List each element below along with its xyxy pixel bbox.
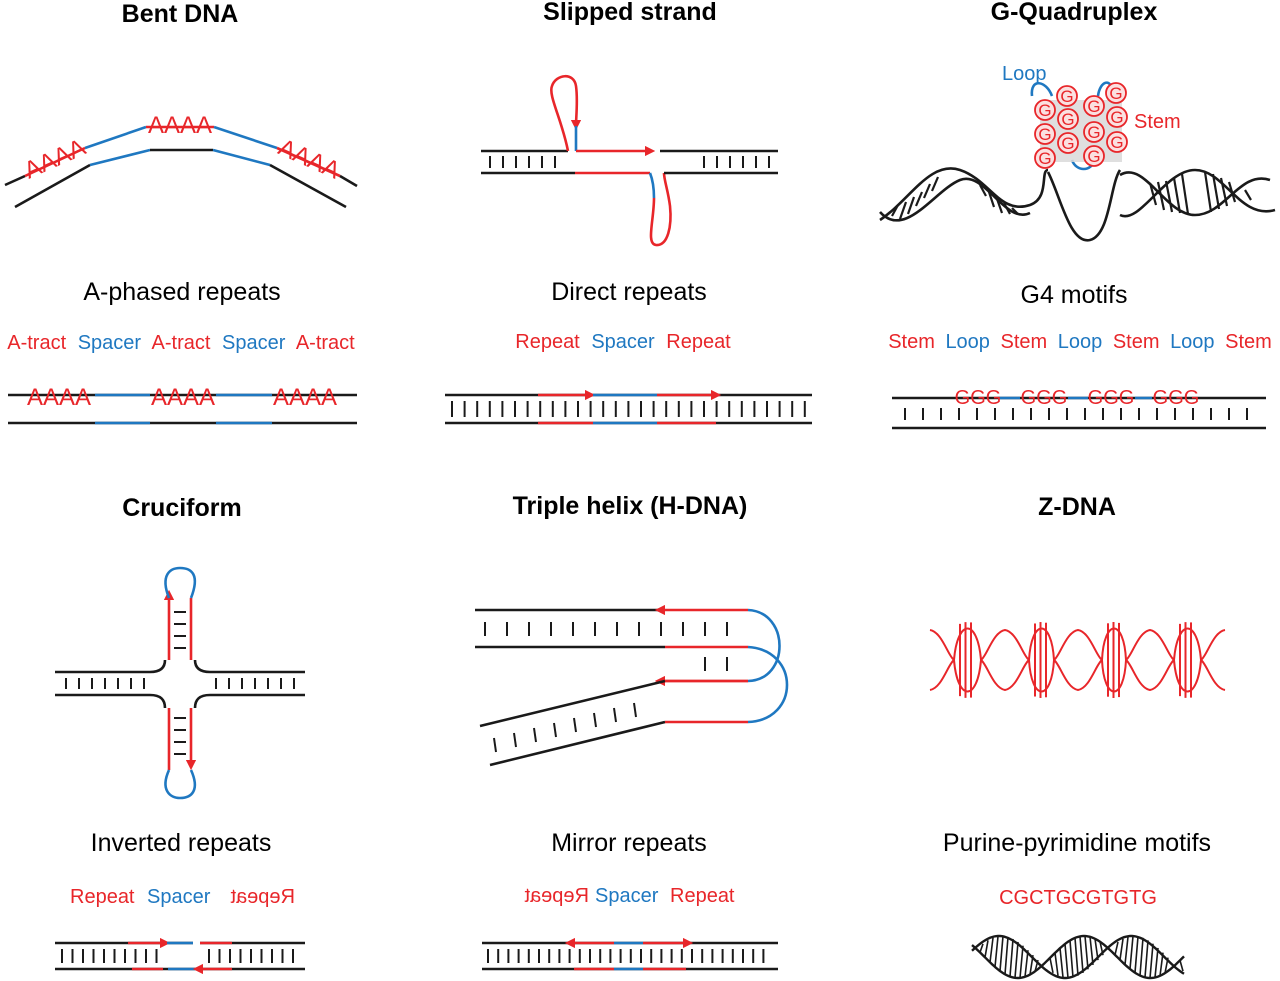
g4-legend-loop: Loop <box>1170 331 1215 353</box>
cruciform-linear-duplex <box>55 937 305 975</box>
g4-guanine: G <box>1087 147 1100 166</box>
zdna-bdna-helix <box>971 934 1185 980</box>
g4-legend-loop: Loop <box>1058 331 1103 353</box>
g4-legend-loop: Loop <box>945 331 990 353</box>
panel-slipped-strand: Slipped strand Direct repea <box>445 0 812 425</box>
g4-legend-stem: Stem <box>888 331 935 353</box>
zdna-motif-label: Purine-pyrimidine motifs <box>943 829 1211 857</box>
triplex-linear-rungs <box>487 949 765 963</box>
triplex-legend-repeat: Repeat <box>670 885 735 907</box>
g4-stem-label: Stem <box>1134 111 1181 133</box>
slipped-legend-repeat: Repeat <box>515 331 580 353</box>
panel-triple-helix: Triple helix (H-DNA) <box>475 492 789 971</box>
slipped-title: Slipped strand <box>543 0 717 26</box>
triplex-rungs <box>484 622 728 753</box>
bent-motif-label: A-phased repeats <box>83 278 280 306</box>
slipped-legend: Repeat Spacer Repeat <box>515 331 731 353</box>
slipped-linear-duplex <box>445 389 812 425</box>
g4-guanine: G <box>1087 97 1100 116</box>
bent-legend-spacer: Spacer <box>222 332 286 354</box>
g4-guanine: G <box>1038 149 1051 168</box>
panel-bent-dna: Bent DNA AAAA AAAA AAAA A-phased repeats… <box>4 0 358 425</box>
bent-legend-a-tract: A-tract <box>152 332 211 354</box>
bent-linear-tract-3: AAAA <box>273 384 337 411</box>
panel-z-dna: Z-DNA Purine-pyrimidine motifs CGCTGCGTG… <box>929 493 1226 980</box>
g4-helix-rungs <box>891 171 1252 220</box>
slipped-linear-rungs <box>451 401 806 417</box>
cruciform-legend-repeat-inverted: Repeat <box>230 886 295 908</box>
g4-guanine: G <box>1061 134 1074 153</box>
bent-dna-illustration: AAAA AAAA AAAA <box>4 112 358 209</box>
triplex-legend-spacer: Spacer <box>595 885 659 907</box>
g4-legend-stem: Stem <box>1225 331 1272 353</box>
g4-guanine: G <box>1038 125 1051 144</box>
triplex-legend-repeat-mirrored: Repeat <box>524 885 589 907</box>
bent-dna-title: Bent DNA <box>122 0 239 28</box>
bent-linear-tract-2: AAAA <box>151 384 215 411</box>
triplex-linear-duplex <box>482 937 778 971</box>
zdna-sequence: CGCTGCGTGTG <box>999 887 1157 909</box>
cruciform-rungs <box>65 611 295 755</box>
zdna-illustration <box>929 622 1226 698</box>
slipped-legend-repeat: Repeat <box>666 331 731 353</box>
cruciform-title: Cruciform <box>122 494 241 522</box>
bent-linear-duplex: AAAA AAAA AAAA <box>8 384 357 425</box>
slipped-legend-spacer: Spacer <box>591 331 655 353</box>
bent-linear-tract-1: AAAA <box>27 384 91 411</box>
g4-legend-stem: Stem <box>1001 331 1048 353</box>
panel-cruciform: Cruciform <box>55 494 305 975</box>
g4-legend-stem: Stem <box>1113 331 1160 353</box>
g4-ggg-3: GGG <box>1088 387 1135 409</box>
cruciform-linear-rungs <box>61 949 294 963</box>
g4-ggg-4: GGG <box>1153 387 1200 409</box>
bent-tract-3: AAAA <box>274 134 343 185</box>
g4-guanine: G <box>1060 87 1073 106</box>
bent-legend-a-tract: A-tract <box>7 332 66 354</box>
g4-title: G-Quadruplex <box>991 0 1158 26</box>
zdna-strand-bottom <box>929 658 1226 693</box>
cruciform-motif-label: Inverted repeats <box>91 829 272 857</box>
g4-loop-label: Loop <box>1002 63 1047 85</box>
g4-guanine: G <box>1038 101 1051 120</box>
cruciform-legend-repeat: Repeat <box>70 886 135 908</box>
g4-linear-rungs <box>904 408 1248 420</box>
g4-motif-label: G4 motifs <box>1021 281 1128 309</box>
g4-linear-duplex: GGG GGG GGG GGG <box>892 387 1266 430</box>
cruciform-legend-spacer: Spacer <box>147 886 211 908</box>
g4-guanine: G <box>1087 123 1100 142</box>
bent-legend-a-tract: A-tract <box>296 332 355 354</box>
zdna-title: Z-DNA <box>1038 493 1116 521</box>
g4-guanine: G <box>1109 84 1122 103</box>
g4-guanine: G <box>1061 110 1074 129</box>
bent-legend-spacer: Spacer <box>78 332 142 354</box>
g4-guanine: G <box>1110 108 1123 127</box>
g4-ggg-1: GGG <box>955 387 1002 409</box>
slipped-illustration <box>481 74 778 247</box>
triplex-title: Triple helix (H-DNA) <box>513 492 748 520</box>
g4-ggg-2: GGG <box>1021 387 1068 409</box>
triplex-motif-label: Mirror repeats <box>551 829 707 857</box>
g4-guanine: G <box>1110 133 1123 152</box>
cruciform-illustration <box>55 566 305 800</box>
slipped-motif-label: Direct repeats <box>551 278 707 306</box>
bent-legend: A-tract Spacer A-tract Spacer A-tract <box>7 332 355 354</box>
triplex-illustration <box>475 604 789 767</box>
g4-legend: Stem Loop Stem Loop Stem Loop Stem <box>888 331 1272 353</box>
panel-g-quadruplex: G-Quadruplex <box>879 0 1276 430</box>
bent-tract-1: AAAA <box>20 134 89 185</box>
bent-tract-2: AAAA <box>148 112 212 139</box>
